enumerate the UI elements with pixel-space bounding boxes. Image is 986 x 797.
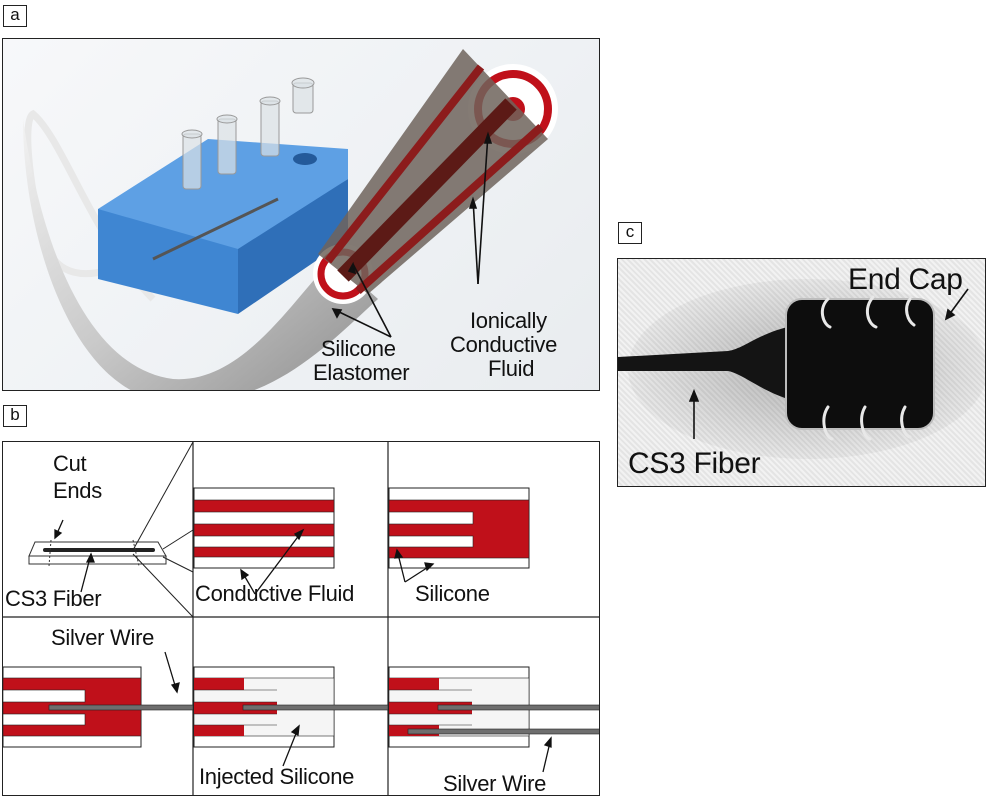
panel-a-rendering (23, 49, 558, 390)
end-cap (785, 298, 935, 430)
panel-a-illustration: Silicone Elastomer Ionically Conductive … (2, 38, 600, 391)
conductive-fluid-label: Conductive Fluid (195, 581, 355, 606)
conductive-fluid-label-line2: Conductive (450, 332, 558, 357)
conductive-fluid-label-line3: Fluid (488, 356, 535, 381)
end-cap-label: End Cap (848, 263, 963, 296)
silicone-elastomer-label-line2: Elastomer (313, 360, 410, 385)
injected-silicone-label: Injected Silicone (199, 764, 355, 789)
silver-wire-label-bottom: Silver Wire (443, 771, 547, 796)
fiber-body (618, 327, 788, 399)
mold-block-top (98, 139, 348, 254)
silver-wire-label-top: Silver Wire (51, 625, 155, 650)
cs3-fiber-label: CS3 Fiber (5, 586, 102, 611)
conductive-fluid-label-line1: Ionically (470, 308, 547, 333)
mold-block-front (98, 209, 238, 314)
fiber-tube (23, 119, 378, 390)
panel-c-photo-image (618, 279, 985, 459)
fiber-loop (24, 109, 175, 302)
panel-b-diagram: Cut Ends CS3 Fiber Conductive Fluid Sili… (2, 441, 600, 796)
panel-b-label: b (3, 405, 27, 427)
cut-ends-label-line2: Ends (53, 478, 102, 503)
cs3-fiber-photo-label: CS3 Fiber (628, 447, 761, 480)
panel-c-photo: End Cap CS3 Fiber (617, 258, 986, 487)
panel-c-label: c (618, 222, 642, 244)
panel-a-label: a (3, 5, 27, 27)
panel-b-drawing (3, 442, 599, 795)
silicone-label: Silicone (415, 581, 490, 606)
silicone-elastomer-label-line1: Silicone (321, 336, 396, 361)
mold-block-side (238, 179, 348, 314)
cut-ends-label-line1: Cut (53, 451, 87, 476)
